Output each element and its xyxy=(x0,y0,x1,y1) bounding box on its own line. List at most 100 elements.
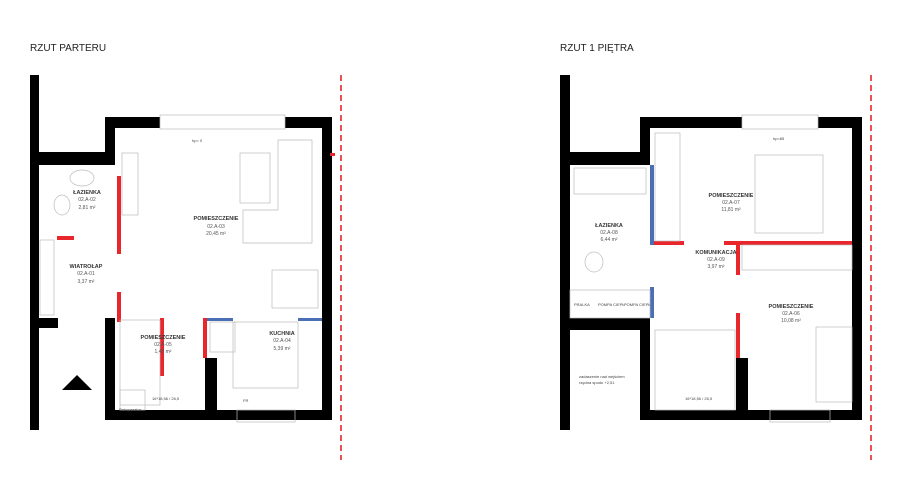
stairs-label: 16*18,56 / 26,5 xyxy=(152,396,180,401)
wall xyxy=(105,318,115,420)
room-code: 02.A-02 xyxy=(78,197,96,203)
note-label: rzędna spodu +2,51 xyxy=(579,380,615,385)
window xyxy=(159,114,286,130)
wardrobe xyxy=(39,239,55,316)
partition xyxy=(724,241,852,245)
room-code: 02.A-01 xyxy=(77,271,95,277)
sofa xyxy=(242,139,313,244)
partition xyxy=(298,318,322,321)
wall xyxy=(105,410,332,420)
room-name: POMIESZCZENIE xyxy=(194,216,239,222)
window-sill-label: hp=85 xyxy=(773,136,785,141)
chimney xyxy=(736,358,748,413)
note-label: zadaszenie nad wejściem xyxy=(579,374,625,379)
bed xyxy=(815,326,853,403)
first-floor-plan: RZUT 1 PIĘTRA hp=85 PRALKA POMPA CIEPŁ P… xyxy=(560,43,872,460)
wall xyxy=(322,117,332,420)
room-name: POMIESZCZENIE xyxy=(141,335,186,341)
room-name: POMIESZCZENIE xyxy=(769,304,814,310)
room-area: 2,81 m² xyxy=(79,205,96,211)
dining-table xyxy=(271,269,319,309)
room-code: 02.A-09 xyxy=(707,257,725,263)
window xyxy=(236,409,296,423)
chimney xyxy=(205,358,217,413)
bathtub xyxy=(573,167,647,195)
room-name: KOMUNIKACJA xyxy=(695,250,736,256)
room-area: 3,37 m² xyxy=(78,279,95,285)
partition xyxy=(654,241,684,245)
wall xyxy=(640,117,742,128)
wall xyxy=(640,117,650,165)
room-code: 02.A-05 xyxy=(154,342,172,348)
utility-label: POMPA CIEPŁ xyxy=(624,302,651,307)
wall xyxy=(818,117,862,128)
room-code: 02.A-07 xyxy=(722,200,740,206)
wall xyxy=(105,117,160,128)
window-sill-label: hp= 0 xyxy=(192,138,203,143)
ground-floor-title: RZUT PARTERU xyxy=(30,43,106,54)
partition xyxy=(650,165,654,245)
room-area: 6,44 m² xyxy=(601,237,618,243)
fridge-label: FR xyxy=(243,398,248,403)
room-name: ŁAZIENKA xyxy=(595,223,623,229)
window xyxy=(769,409,831,423)
wall xyxy=(560,318,650,330)
room-code: 02.A-04 xyxy=(273,338,291,344)
room-area: 5,39 m² xyxy=(274,346,291,352)
utility-label: PRALKA xyxy=(574,302,590,307)
utility-units xyxy=(569,289,651,319)
room-code: 02.A-03 xyxy=(207,224,225,230)
wall xyxy=(285,117,332,128)
room-name: POMIESZCZENIE xyxy=(709,193,754,199)
table xyxy=(239,152,271,204)
recuperator-box xyxy=(119,389,146,411)
entrance-arrow-icon xyxy=(62,375,92,390)
room-labels: ŁAZIENKA 02.A-02 2,81 m² POMIESZCZENIE 0… xyxy=(70,190,295,355)
room-name: ŁAZIENKA xyxy=(73,190,101,196)
cooktop xyxy=(209,321,236,353)
partition xyxy=(117,292,121,322)
wall xyxy=(30,152,115,165)
partition xyxy=(117,176,121,254)
stairs-label: 16*18,56 / 26,5 xyxy=(685,396,713,401)
partition xyxy=(736,313,740,358)
room-code: 02.A-06 xyxy=(782,311,800,317)
first-floor-title: RZUT 1 PIĘTRA xyxy=(560,43,634,54)
wall xyxy=(560,75,570,430)
wall xyxy=(560,152,650,165)
wall xyxy=(852,117,862,420)
wall xyxy=(640,410,862,420)
shower xyxy=(121,152,139,216)
room-name: WIATROŁAP xyxy=(70,264,103,270)
room-area: 1,40 m² xyxy=(155,349,172,355)
window xyxy=(741,114,819,130)
room-code: 02.A-08 xyxy=(600,230,618,236)
sink xyxy=(69,169,95,187)
wall xyxy=(105,117,115,165)
partition xyxy=(736,245,740,275)
room-area: 10,08 m² xyxy=(781,318,801,324)
stairs xyxy=(654,329,736,411)
recuperator-label: Rekuperator xyxy=(119,407,142,412)
wall xyxy=(30,75,39,430)
stairs xyxy=(119,319,161,406)
partition xyxy=(650,287,654,318)
kitchen-counter xyxy=(232,321,299,389)
toilet xyxy=(584,251,604,273)
partition xyxy=(160,318,164,376)
bed xyxy=(754,154,824,234)
wall xyxy=(30,318,58,328)
room-area: 11,81 m² xyxy=(721,207,741,213)
partition xyxy=(207,318,233,321)
room-area: 3,97 m² xyxy=(708,264,725,270)
room-name: KUCHNIA xyxy=(269,331,294,337)
wall xyxy=(640,318,650,420)
partition xyxy=(330,153,335,156)
wardrobe xyxy=(741,244,853,271)
ground-floor-plan: RZUT PARTERU hp= 0 xyxy=(30,43,342,460)
utility-label: POMPA CIEPŁ xyxy=(598,302,625,307)
room-area: 20,45 m² xyxy=(206,231,226,237)
partition xyxy=(57,236,74,240)
toilet xyxy=(53,194,71,216)
